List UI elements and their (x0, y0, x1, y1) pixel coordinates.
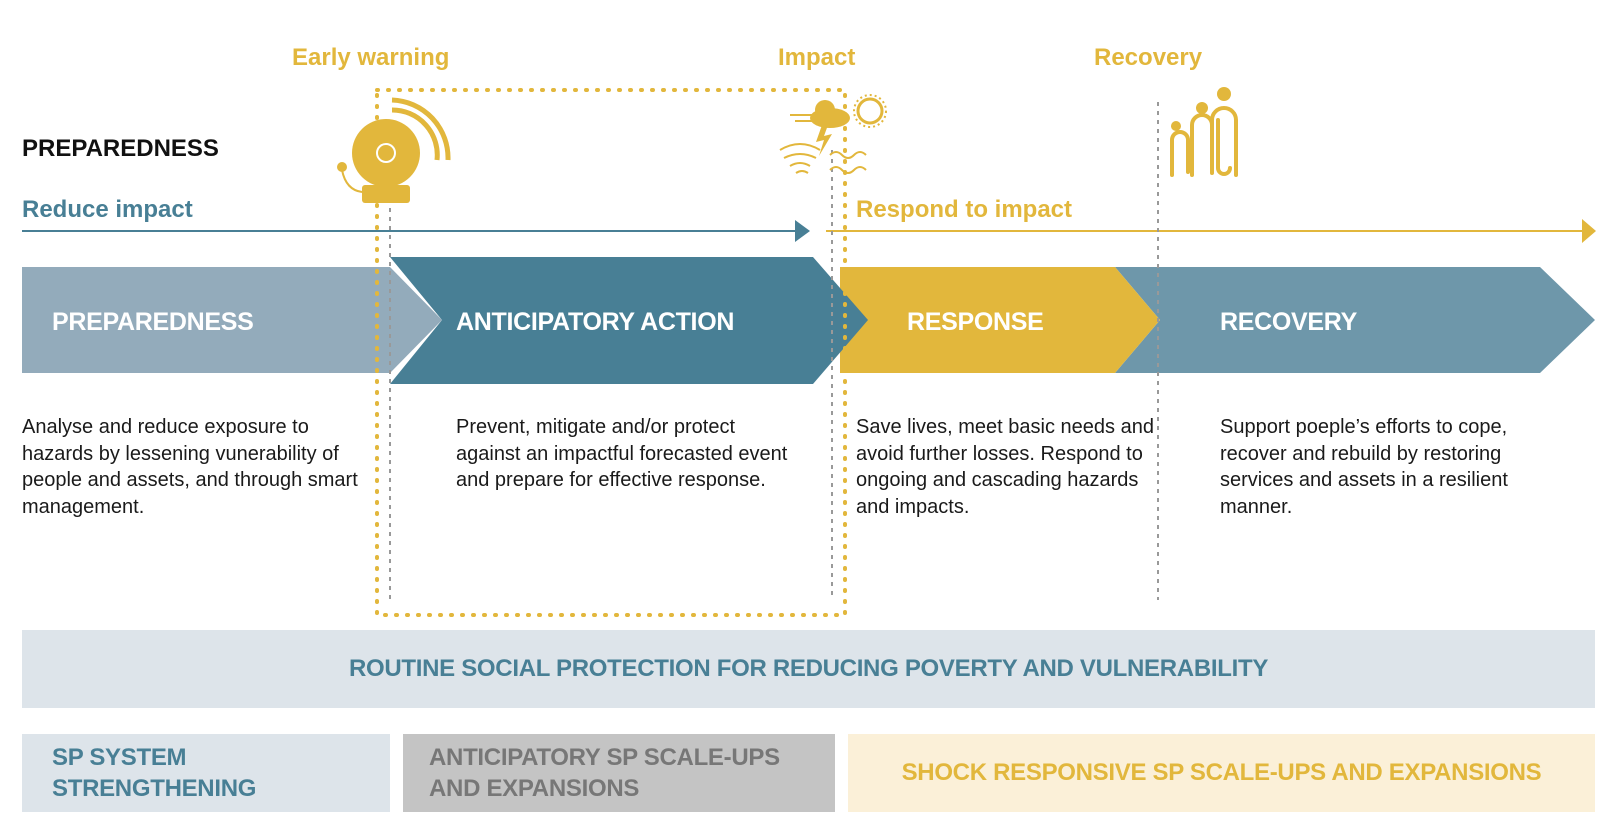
desc-recovery: Support poeple’s efforts to cope, recove… (1220, 416, 1508, 518)
reduce-impact-arrow (22, 220, 810, 242)
respond-impact-label: Respond to impact (856, 196, 1073, 223)
band-label-recovery: RECOVERY (1220, 308, 1357, 336)
desc-response: Save lives, meet basic needs and avoid f… (856, 416, 1154, 518)
band-response (840, 267, 1160, 373)
phase-recovery: Recovery (1094, 44, 1203, 71)
box-sp-system-strengthening-label: SP SYSTEM STRENGTHENING (52, 744, 257, 802)
anticipatory-window-frame (375, 88, 847, 617)
phase-impact: Impact (778, 44, 856, 71)
band-label-preparedness: PREPAREDNESS (52, 308, 254, 336)
box-sp-system-strengthening: SP SYSTEM STRENGTHENING (22, 734, 390, 812)
respond-impact-arrow (826, 219, 1596, 243)
people-recovery-icon (1170, 87, 1238, 177)
preparedness-heading: PREPAREDNESS (22, 135, 219, 162)
phase-early-warning: Early warning (292, 44, 450, 71)
band-label-response: RESPONSE (907, 308, 1044, 336)
alarm-bell-icon (337, 97, 451, 203)
weather-hazard-icon (779, 94, 887, 174)
band-recovery (1115, 267, 1595, 373)
band-preparedness (22, 267, 442, 373)
routine-sp-band: ROUTINE SOCIAL PROTECTION FOR REDUCING P… (22, 630, 1595, 708)
desc-preparedness: Analyse and reduce exposure to hazards b… (22, 416, 358, 518)
band-anticipatory (390, 257, 868, 384)
reduce-impact-label: Reduce impact (22, 196, 193, 223)
box-anticipatory-sp-label: ANTICIPATORY SP SCALE-UPS AND EXPANSIONS (429, 744, 780, 802)
box-anticipatory-sp: ANTICIPATORY SP SCALE-UPS AND EXPANSIONS (403, 734, 835, 812)
desc-anticipatory: Prevent, mitigate and/or protect against… (456, 416, 788, 491)
band-label-anticipatory: ANTICIPATORY ACTION (456, 308, 735, 336)
box-shock-responsive-sp: SHOCK RESPONSIVE SP SCALE-UPS AND EXPANS… (848, 734, 1595, 812)
